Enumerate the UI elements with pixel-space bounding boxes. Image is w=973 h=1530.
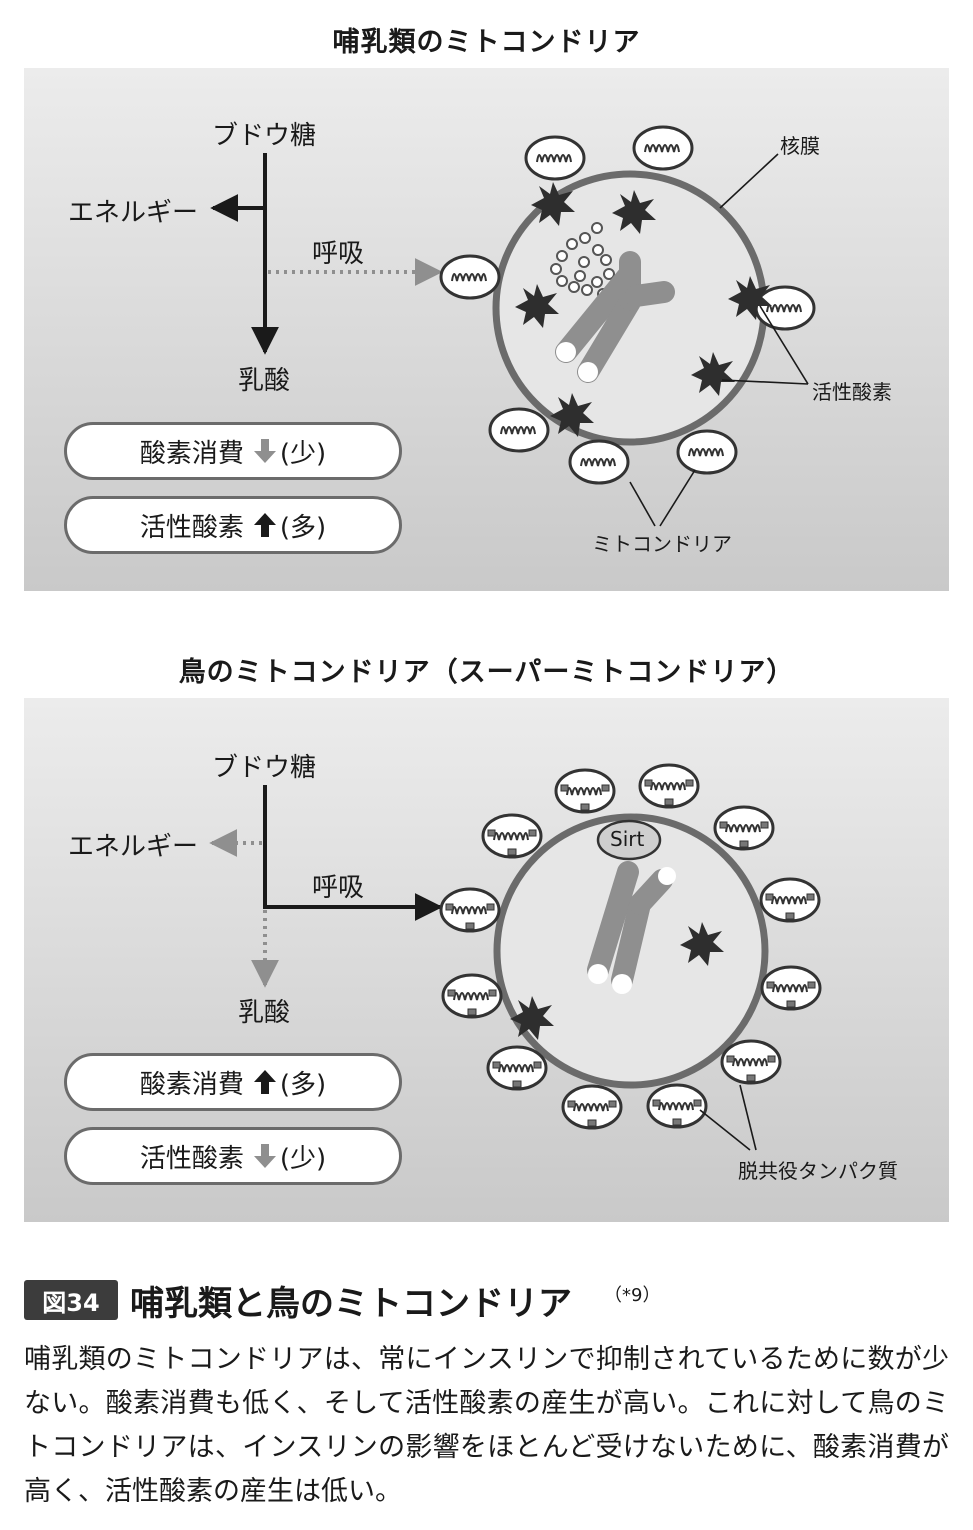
- top-lactic-label: 乳酸: [238, 366, 291, 396]
- uncoupling-protein-label: 脱共役タンパク質: [738, 1159, 898, 1183]
- pill-label: 酸素消費: [139, 438, 244, 469]
- figure-badge: 図34: [24, 1280, 118, 1320]
- top-callout-lines: [629, 153, 809, 527]
- top-nucleus: [492, 170, 768, 446]
- ros-label: 活性酸素: [812, 380, 892, 404]
- figure-note: （*9）: [604, 1285, 661, 1306]
- mitochondria-label: ミトコンドリア: [592, 532, 732, 556]
- top-chromosome: [555, 251, 675, 383]
- bottom-lactic-label: 乳酸: [238, 998, 291, 1028]
- figure-caption: 哺乳類のミトコンドリアは、常にインスリンで抑制されているために数が少ない。酸素消…: [24, 1344, 949, 1507]
- bottom-glucose-label: ブドウ糖: [212, 753, 317, 783]
- bottom-energy-label: エネルギー: [68, 832, 199, 862]
- bottom-ros-pill: 活性酸素 (少): [64, 1127, 402, 1185]
- top-respiration-label: 呼吸: [312, 239, 365, 269]
- sirt-oval: [596, 819, 662, 861]
- bottom-oxygen-consumption-pill: 酸素消費 (多): [64, 1053, 402, 1111]
- pill-label: 酸素消費: [139, 1069, 244, 1100]
- pill-label: 活性酸素: [139, 1143, 244, 1174]
- arrow-up-icon: [253, 1070, 276, 1094]
- figure-title: 哺乳類と鳥のミトコンドリア: [130, 1284, 572, 1324]
- pill-amount: (少): [279, 438, 327, 469]
- bottom-diagram-title: 鳥のミトコンドリア（スーパーミトコンドリア）: [178, 657, 795, 688]
- pill-label: 活性酸素: [139, 512, 244, 543]
- pill-amount: (多): [279, 512, 327, 543]
- pill-amount: (少): [279, 1143, 327, 1174]
- bottom-nucleus: [493, 813, 769, 1089]
- arrow-up-icon: [253, 513, 276, 537]
- bottom-respiration-label: 呼吸: [312, 873, 365, 903]
- arrow-down-icon: [253, 439, 276, 463]
- bottom-callout-lines: [699, 1084, 757, 1151]
- bottom-chromosome: [587, 861, 676, 994]
- top-energy-label: エネルギー: [68, 198, 199, 228]
- nuclear-membrane-label: 核膜: [780, 134, 820, 158]
- sirt-label: Sirt: [610, 827, 645, 851]
- pill-amount: (多): [279, 1069, 327, 1100]
- top-diagram-title: 哺乳類のミトコンドリア: [332, 27, 641, 58]
- top-ros-pill: 活性酸素 (多): [64, 496, 402, 554]
- top-glucose-label: ブドウ糖: [212, 121, 317, 151]
- arrow-down-icon: [253, 1144, 276, 1168]
- top-oxygen-consumption-pill: 酸素消費 (少): [64, 422, 402, 480]
- bottom-flow-arrows: [209, 785, 443, 988]
- top-flow-arrows: [210, 153, 443, 355]
